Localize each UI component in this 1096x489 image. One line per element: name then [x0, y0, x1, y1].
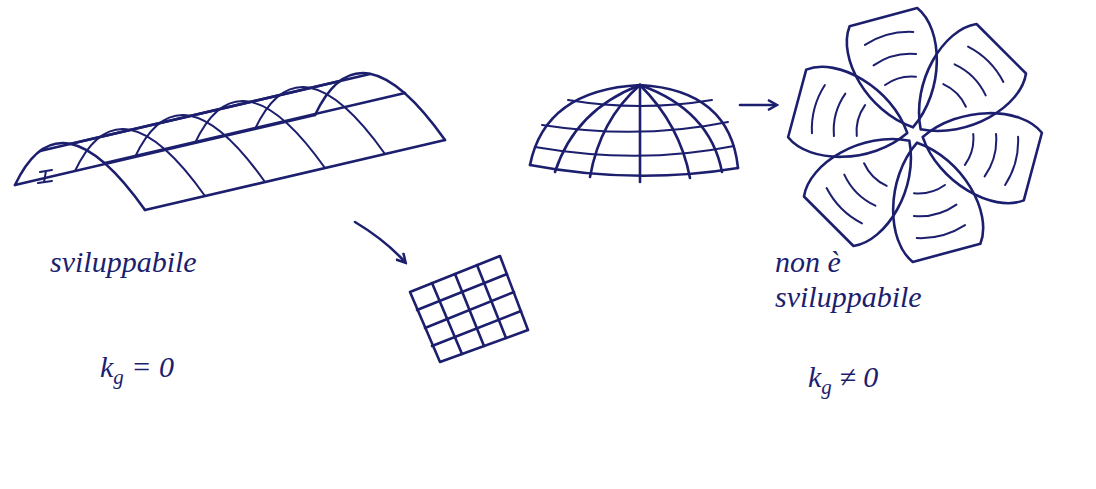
curvature-formula: kg ≠ 0 [808, 360, 878, 399]
curvature-formula: kg = 0 [100, 350, 174, 389]
surface-label: non è sviluppabile [775, 245, 975, 314]
surface-label: sviluppabile [50, 245, 197, 280]
